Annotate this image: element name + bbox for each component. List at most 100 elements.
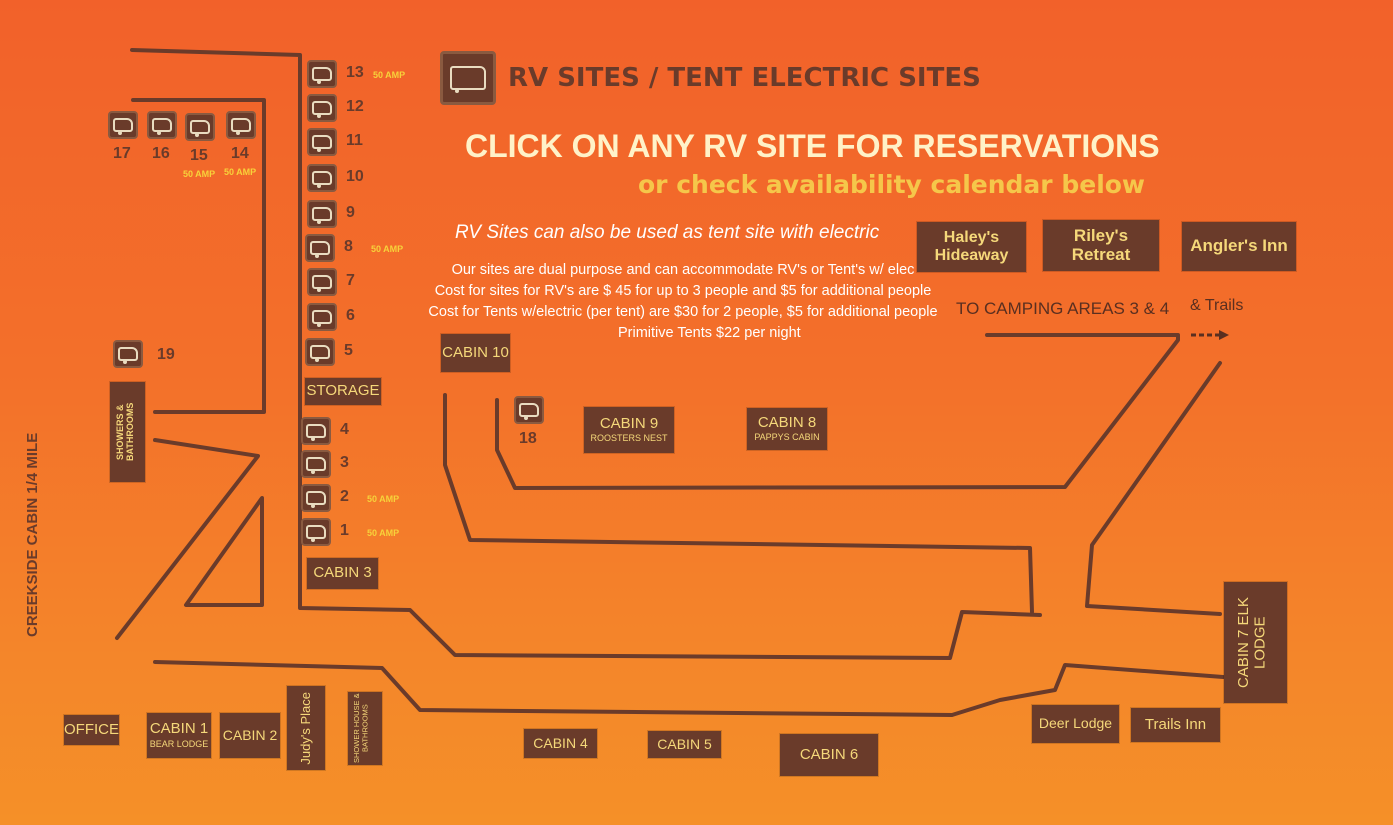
- trails-inn[interactable]: Trails Inn: [1131, 708, 1220, 742]
- rv-trailer-icon: [152, 118, 172, 135]
- rv-trailer-icon: [312, 135, 332, 152]
- amp-badge: 50 AMP: [371, 244, 404, 254]
- rv-site-number: 2: [340, 488, 349, 505]
- road: [115, 438, 260, 640]
- rv-site-5[interactable]: [305, 338, 335, 366]
- rv-site-13[interactable]: [307, 60, 337, 88]
- amp-badge: 50 AMP: [373, 70, 406, 80]
- info-line: Our sites are dual purpose and can accom…: [451, 262, 915, 278]
- road: [153, 660, 1225, 717]
- judys-place[interactable]: Judy's Place: [287, 686, 325, 770]
- pricing-info: Our sites are dual purpose and can accom…: [428, 260, 938, 344]
- rv-trailer-icon: [310, 241, 330, 258]
- rv-site-15[interactable]: [185, 113, 215, 141]
- rv-site-number: 1: [340, 522, 349, 539]
- rv-trailer-icon: [519, 403, 539, 420]
- rv-site-number: 3: [340, 454, 349, 471]
- rv-trailer-icon: [312, 67, 332, 84]
- trails-label: & Trails: [1190, 297, 1244, 314]
- rv-site-number: 7: [346, 272, 355, 289]
- rv-site-14[interactable]: [226, 111, 256, 139]
- rv-site-18[interactable]: [514, 396, 544, 424]
- cabin-4[interactable]: CABIN 4: [524, 729, 597, 758]
- amp-badge: 50 AMP: [183, 169, 216, 179]
- road: [443, 393, 1034, 614]
- rv-site-9[interactable]: [307, 200, 337, 228]
- amp-badge: 50 AMP: [367, 494, 400, 504]
- rv-site-number: 9: [346, 204, 355, 221]
- dashed-arrow-icon: [1191, 327, 1231, 340]
- amp-badge: 50 AMP: [224, 167, 257, 177]
- rv-trailer-icon: [312, 310, 332, 327]
- cabin-7-elk-lodge[interactable]: CABIN 7 ELK LODGE: [1224, 582, 1287, 703]
- rv-site-8[interactable]: [305, 234, 335, 262]
- road: [184, 496, 264, 607]
- rv-trailer-icon: [306, 457, 326, 474]
- rv-trailer-icon: [113, 118, 133, 135]
- amp-badge: 50 AMP: [367, 528, 400, 538]
- rv-site-6[interactable]: [307, 303, 337, 331]
- rv-site-number: 8: [344, 238, 353, 255]
- rv-site-number: 11: [346, 132, 363, 149]
- cabin-5[interactable]: CABIN 5: [648, 731, 721, 758]
- rv-site-number: 5: [344, 342, 353, 359]
- reservations-cta[interactable]: CLICK ON ANY RV SITE FOR RESERVATIONS: [465, 128, 1160, 164]
- rv-site-number: 6: [346, 307, 355, 324]
- rv-trailer-icon: [310, 345, 330, 362]
- road: [1085, 361, 1222, 616]
- cabin-10[interactable]: CABIN 10: [441, 334, 510, 372]
- rv-site-1[interactable]: [301, 518, 331, 546]
- rv-site-number: 14: [231, 145, 249, 162]
- rv-trailer-icon: [312, 207, 332, 224]
- rv-site-11[interactable]: [307, 128, 337, 156]
- rv-site-12[interactable]: [307, 94, 337, 122]
- rv-site-number: 18: [519, 430, 537, 447]
- deer-lodge[interactable]: Deer Lodge: [1032, 705, 1119, 743]
- camping-areas-label: TO CAMPING AREAS 3 & 4: [956, 299, 1170, 318]
- rv-site-19[interactable]: [113, 340, 143, 368]
- rv-site-3[interactable]: [301, 450, 331, 478]
- info-line: Cost for sites for RV's are $ 45 for up …: [434, 283, 932, 299]
- rv-trailer-icon: [312, 101, 332, 118]
- rv-site-number: 13: [346, 64, 364, 81]
- tent-note: RV Sites can also be used as tent site w…: [455, 222, 880, 243]
- rv-trailer-icon: [231, 118, 251, 135]
- rv-trailer-icon: [312, 275, 332, 292]
- rv-site-number: 12: [346, 98, 364, 115]
- cabin-3[interactable]: CABIN 3: [307, 558, 378, 589]
- rv-site-4[interactable]: [301, 417, 331, 445]
- info-line: Cost for Tents w/electric (per tent) are…: [428, 304, 938, 320]
- rv-site-number: 15: [190, 147, 208, 164]
- road: [130, 48, 1042, 660]
- rv-site-number: 4: [340, 421, 349, 438]
- rv-site-17[interactable]: [108, 111, 138, 139]
- rv-site-7[interactable]: [307, 268, 337, 296]
- rv-trailer-icon: [190, 120, 210, 137]
- rv-site-16[interactable]: [147, 111, 177, 139]
- road: [131, 98, 266, 414]
- rv-trailer-icon: [450, 66, 486, 93]
- info-line: Primitive Tents $22 per night: [618, 325, 801, 341]
- creekside-cabin-label: CREEKSIDE CABIN 1/4 MILE: [24, 432, 41, 637]
- cabin-2[interactable]: CABIN 2: [220, 713, 280, 758]
- rileys-retreat[interactable]: Riley's Retreat: [1043, 220, 1159, 271]
- rv-trailer-icon: [312, 171, 332, 188]
- cabin-6[interactable]: CABIN 6: [780, 734, 878, 776]
- office: OFFICE: [64, 715, 119, 745]
- haleys-hideaway[interactable]: Haley's Hideaway: [917, 222, 1026, 272]
- rv-site-2[interactable]: [301, 484, 331, 512]
- rv-icon-header: [440, 51, 496, 105]
- storage: STORAGE: [305, 378, 381, 405]
- rv-site-10[interactable]: [307, 164, 337, 192]
- rv-trailer-icon: [118, 347, 138, 364]
- rv-trailer-icon: [306, 491, 326, 508]
- availability-cta[interactable]: or check availability calendar below: [638, 170, 1146, 199]
- rv-site-number: 10: [346, 168, 364, 185]
- road: [495, 333, 1180, 490]
- anglers-inn[interactable]: Angler's Inn: [1182, 222, 1296, 271]
- rv-site-number: 19: [157, 346, 175, 363]
